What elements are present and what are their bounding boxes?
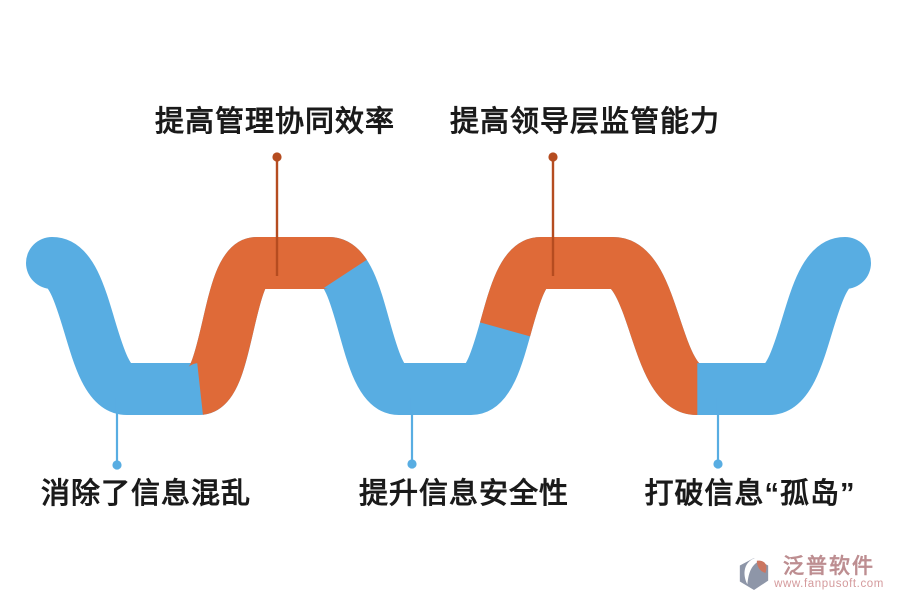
brand-logo: 泛普软件 www.fanpusoft.com <box>737 556 884 592</box>
fanpu-logo-icon <box>739 557 769 591</box>
callout-label-bottom-1: 消除了信息混乱 <box>40 478 252 510</box>
wave-ribbon-blue <box>26 237 871 415</box>
callout-label-bottom-3: 打破信息“孤岛” <box>644 478 856 510</box>
callout-label-bottom-2: 提升信息安全性 <box>358 478 570 510</box>
callout-top-2-dot <box>548 152 558 162</box>
callout-bottom-2-dot <box>407 459 417 469</box>
brand-name: 泛普软件 <box>783 555 876 579</box>
callout-label-top-2: 提高领导层监管能力 <box>449 106 721 138</box>
callout-top-1-dot <box>272 152 282 162</box>
callout-label-top-1: 提高管理协同效率 <box>154 106 396 138</box>
callout-bottom-1-dot <box>112 460 122 470</box>
callout-bottom-3-dot <box>713 459 723 469</box>
brand-url: www.fanpusoft.com <box>774 578 884 591</box>
